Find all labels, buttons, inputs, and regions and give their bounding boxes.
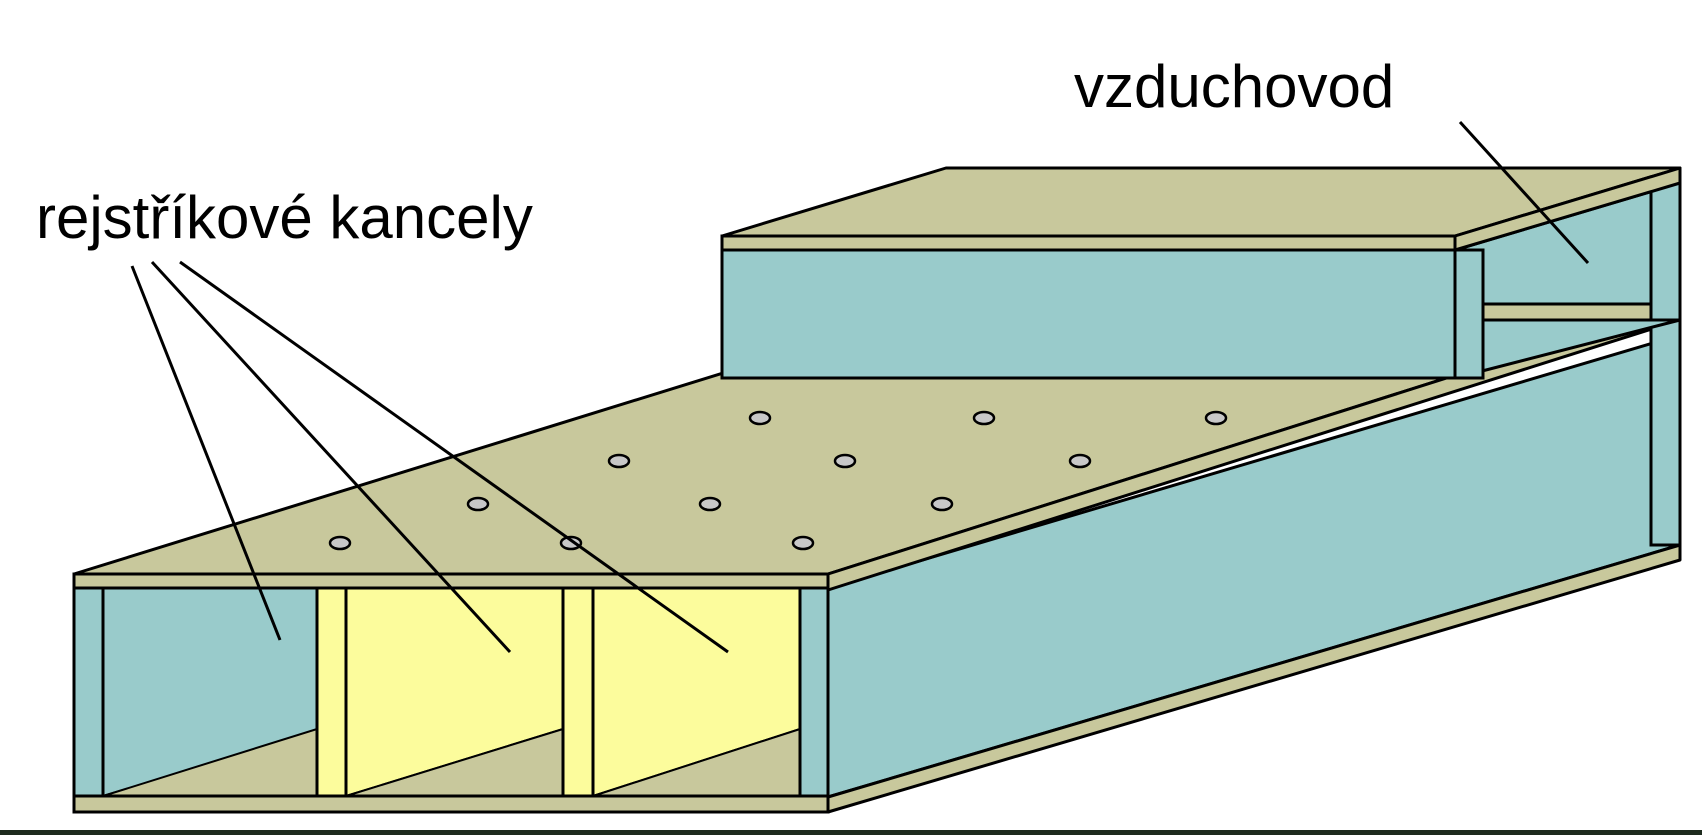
label-registers: rejstříkové kancely	[36, 184, 533, 251]
wind-duct	[720, 166, 1682, 380]
pipe-hole	[833, 453, 857, 469]
windchest-body	[72, 302, 1682, 814]
pipe-hole	[559, 535, 583, 551]
label-wind-duct: vzduchovod	[1074, 53, 1394, 120]
duct-inner-wall	[1453, 248, 1485, 380]
bottom-board-front	[72, 794, 830, 814]
pipe-hole	[1068, 453, 1092, 469]
outer-wall-left	[72, 586, 105, 798]
bottom-rule	[0, 830, 1702, 835]
pipe-hole	[1204, 410, 1228, 426]
leader-registers-1	[130, 265, 282, 641]
pipe-hole	[972, 410, 996, 426]
pipe-holes	[328, 410, 1228, 551]
leader-registers-2	[150, 260, 512, 654]
duct-end-wall	[1649, 181, 1682, 322]
duct-front-face	[720, 248, 1457, 380]
outer-wall-right	[798, 586, 830, 798]
pipe-hole	[791, 535, 815, 551]
leader-wind-duct	[1458, 120, 1590, 265]
leader-registers-3	[179, 260, 729, 654]
pipe-hole	[466, 496, 490, 512]
pipe-hole	[748, 410, 772, 426]
leader-lines	[130, 120, 1590, 654]
divider-1	[315, 586, 348, 798]
pipe-hole	[328, 535, 352, 551]
pipe-hole	[607, 453, 631, 469]
chest-end-wall	[1649, 318, 1682, 547]
pipe-hole	[930, 496, 954, 512]
divider-2	[561, 586, 595, 798]
pipe-hole	[698, 496, 722, 512]
duct-top-front	[720, 234, 1457, 252]
